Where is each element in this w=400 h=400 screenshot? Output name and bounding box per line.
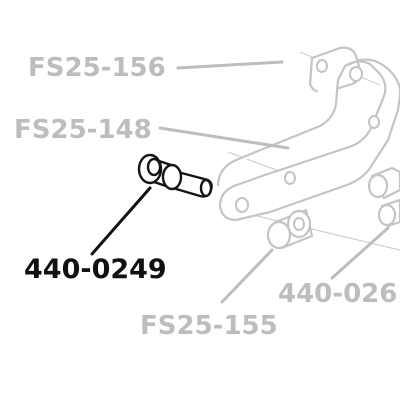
part-fs25-155-shape [266,208,314,250]
leader-440-026 [330,226,390,280]
label-440-026: 440-026 [278,279,397,309]
leader-fs25-148 [158,126,290,150]
part-fs25-148-shape [216,58,400,222]
part-440-0249-screw [137,153,213,198]
part-440-026-shape [367,166,400,228]
leader-lines [90,60,390,304]
leader-fs25-155 [220,248,274,304]
label-440-0249: 440-0249 [24,254,167,285]
label-fs25-155: FS25-155 [140,311,278,341]
leader-fs25-156 [176,60,284,70]
leader-440-0249 [90,186,152,256]
label-fs25-148: FS25-148 [14,115,152,145]
label-fs25-156: FS25-156 [28,53,166,83]
